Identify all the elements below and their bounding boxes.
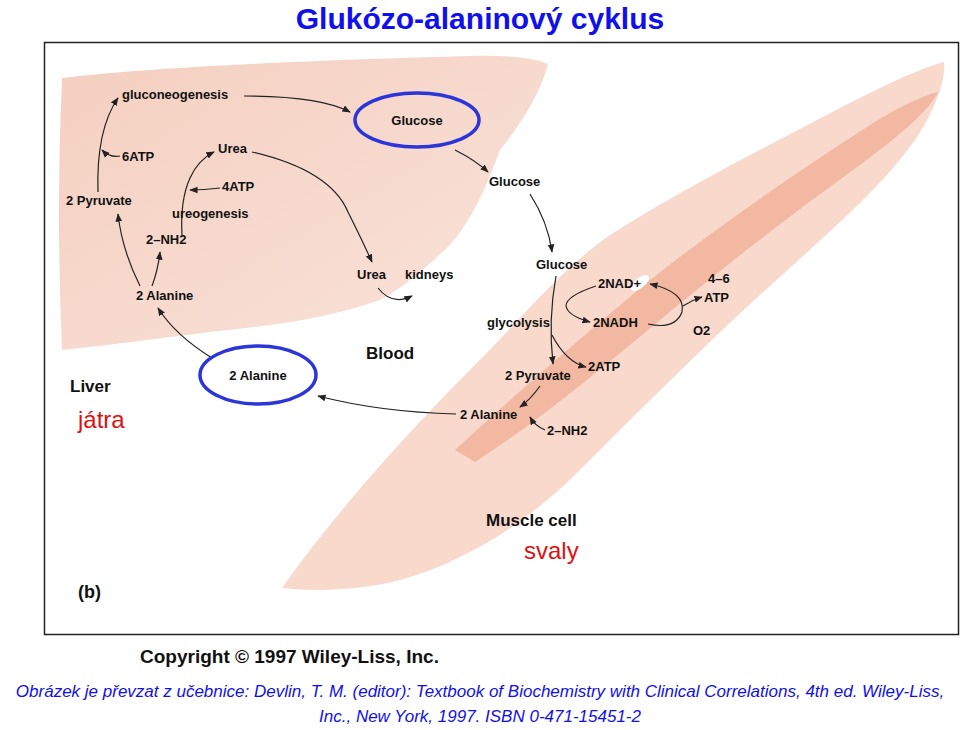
cofactor-label: 2NADH (593, 316, 638, 331)
highlight-ring (200, 346, 316, 404)
metabolite-label: 2 Pyruvate (505, 369, 571, 384)
metabolite-label: 2–NH2 (547, 424, 587, 439)
cofactor-label: 2NAD+ (598, 277, 641, 292)
process-label: glycolysis (487, 316, 550, 331)
energy-label: 4ATP (222, 180, 254, 195)
metabolite-label: Urea (218, 142, 247, 157)
title: Glukózo-alaninový cyklus (0, 2, 960, 36)
metabolite-label: 2 Pyruvate (66, 194, 132, 209)
highlight-ring (355, 93, 479, 147)
metabolite-label: Urea (357, 268, 386, 283)
region-label: Blood (366, 344, 414, 364)
region-label: Liver (70, 377, 111, 397)
energy-label: 6ATP (122, 150, 154, 165)
region-label: Muscle cell (486, 511, 577, 531)
circled-metabolite: 2 Alanine (198, 344, 318, 406)
energy-label: 2ATP (588, 360, 620, 375)
figure-tag: (b) (78, 582, 101, 603)
metabolite-label: 2 Alanine (460, 408, 517, 423)
metabolite-label: 2 Alanine (136, 289, 193, 304)
region-label-cz: játra (78, 406, 125, 434)
metabolite-label: Glucose (536, 258, 587, 273)
metabolite-label: Glucose (489, 175, 540, 190)
copyright-note: Copyright © 1997 Wiley-Liss, Inc. (140, 646, 439, 668)
metabolite-label: 2–NH2 (146, 233, 186, 248)
liver-shape (59, 56, 548, 350)
metabolite-label: gluconeogenesis (122, 88, 228, 103)
frame (45, 43, 959, 635)
process-label: ureogenesis (172, 207, 249, 222)
node-text: Glucose (391, 113, 442, 128)
node-text: 2 Alanine (229, 368, 286, 383)
energy-label: 4–6 (708, 272, 730, 287)
organ-label: kidneys (405, 268, 453, 283)
caption: Obrázek je převzat z učebnice: Devlin, T… (2, 680, 958, 729)
circled-metabolite: Glucose (353, 91, 481, 149)
metabolite-label: O2 (693, 324, 710, 339)
muscle-cell-shape (282, 62, 944, 590)
muscle-fibre-band (455, 92, 938, 462)
region-label-cz: svaly (524, 537, 579, 565)
energy-label: ATP (704, 291, 729, 306)
